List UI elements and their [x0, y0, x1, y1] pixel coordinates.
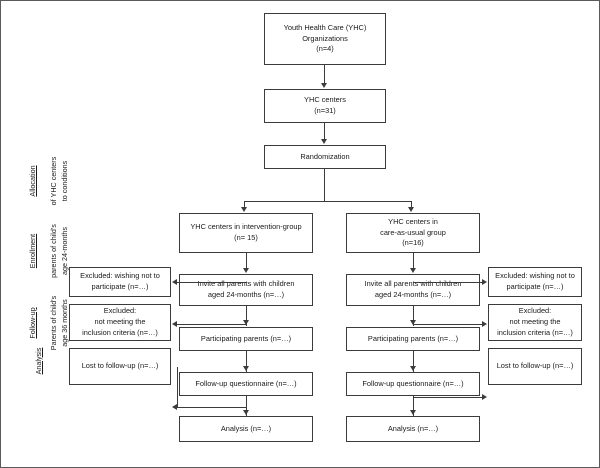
- arrowhead-right-invite-to-participating: [410, 320, 416, 325]
- connector-right-questionnaire-to-analysis: [413, 396, 414, 416]
- arrowhead-left-excluded-wishing: [172, 278, 177, 285]
- connector-right-to-lost: [413, 397, 483, 398]
- connector-org-to-centers: [324, 65, 325, 84]
- node-right-excluded-wishing: Excluded: wishing not to participate (n=…: [488, 267, 582, 297]
- arrowhead-left-lost: [172, 403, 177, 410]
- arrowhead-centers-to-random: [321, 139, 327, 144]
- node-right-participating: Participating parents (n=…): [346, 327, 480, 351]
- connector-random-to-right: [411, 201, 412, 209]
- stage-label-analysis-head: Analysis: [33, 347, 43, 375]
- arrowhead-left-alloc-to-invite: [243, 268, 249, 273]
- connector-random-to-left: [244, 201, 245, 209]
- connector-left-invite-to-participating: [246, 306, 247, 326]
- node-right-invite: Invite all parents with children aged 24…: [346, 274, 480, 306]
- arrowhead-right-lost: [482, 393, 487, 400]
- node-yhc-centers: YHC centers (n=31): [264, 89, 386, 123]
- node-left-questionnaire: Follow-up questionnaire (n=…): [179, 372, 313, 396]
- node-left-analysis: Analysis (n=…): [179, 416, 313, 442]
- node-left-allocation: YHC centers in intervention-group (n= 15…: [179, 213, 313, 253]
- connector-random-stem: [324, 169, 325, 201]
- connector-left-to-excluded-criteria: [177, 324, 246, 325]
- connector-left-lost-riser: [177, 367, 178, 408]
- connector-left-to-excluded-wishing: [177, 282, 246, 283]
- node-left-invite: Invite all parents with children aged 24…: [179, 274, 313, 306]
- connector-right-invite-to-participating: [413, 306, 414, 326]
- arrowhead-left-excluded-criteria: [172, 320, 177, 327]
- connector-random-split: [244, 201, 411, 202]
- node-left-excluded-criteria: Excluded: not meeting the inclusion crit…: [69, 304, 171, 341]
- stage-label-analysis: Analysis: [23, 301, 66, 421]
- connector-left-questionnaire-to-analysis: [246, 396, 247, 416]
- arrowhead-right-excluded-criteria: [482, 320, 487, 327]
- connector-right-alloc-to-invite: [413, 253, 414, 269]
- arrowhead-right-questionnaire-to-analysis: [410, 410, 416, 415]
- node-randomization: Randomization: [264, 145, 386, 169]
- node-right-excluded-criteria: Excluded: not meeting the inclusion crit…: [488, 304, 582, 341]
- node-left-excluded-wishing: Excluded: wishing not to participate (n=…: [69, 267, 171, 297]
- arrowhead-left-questionnaire-to-analysis: [243, 410, 249, 415]
- node-right-analysis: Analysis (n=…): [346, 416, 480, 442]
- connector-right-to-excluded-wishing: [413, 282, 483, 283]
- connector-left-to-lost: [177, 407, 246, 408]
- node-right-questionnaire: Follow-up questionnaire (n=…): [346, 372, 480, 396]
- connector-right-to-excluded-criteria: [413, 324, 483, 325]
- node-right-allocation: YHC centers in care-as-usual group (n=16…: [346, 213, 480, 253]
- connector-centers-to-random: [324, 123, 325, 140]
- node-left-participating: Participating parents (n=…): [179, 327, 313, 351]
- connector-right-participating-to-questionnaire: [413, 351, 414, 372]
- arrowhead-right-alloc-to-invite: [410, 268, 416, 273]
- arrowhead-right-excluded-wishing: [482, 278, 487, 285]
- arrowhead-org-to-centers: [321, 83, 327, 88]
- arrowhead-random-to-left: [241, 207, 247, 212]
- arrowhead-left-invite-to-participating: [243, 320, 249, 325]
- node-left-lost: Lost to follow-up (n=…): [69, 348, 171, 385]
- arrowhead-left-participating-to-questionnaire: [243, 366, 249, 371]
- arrowhead-right-participating-to-questionnaire: [410, 366, 416, 371]
- arrowhead-random-to-right: [408, 207, 414, 212]
- node-organizations: Youth Health Care (YHC) Organizations (n…: [264, 13, 386, 65]
- node-right-lost: Lost to follow-up (n=…): [488, 348, 582, 385]
- connector-left-participating-to-questionnaire: [246, 351, 247, 372]
- connector-left-alloc-to-invite: [246, 253, 247, 269]
